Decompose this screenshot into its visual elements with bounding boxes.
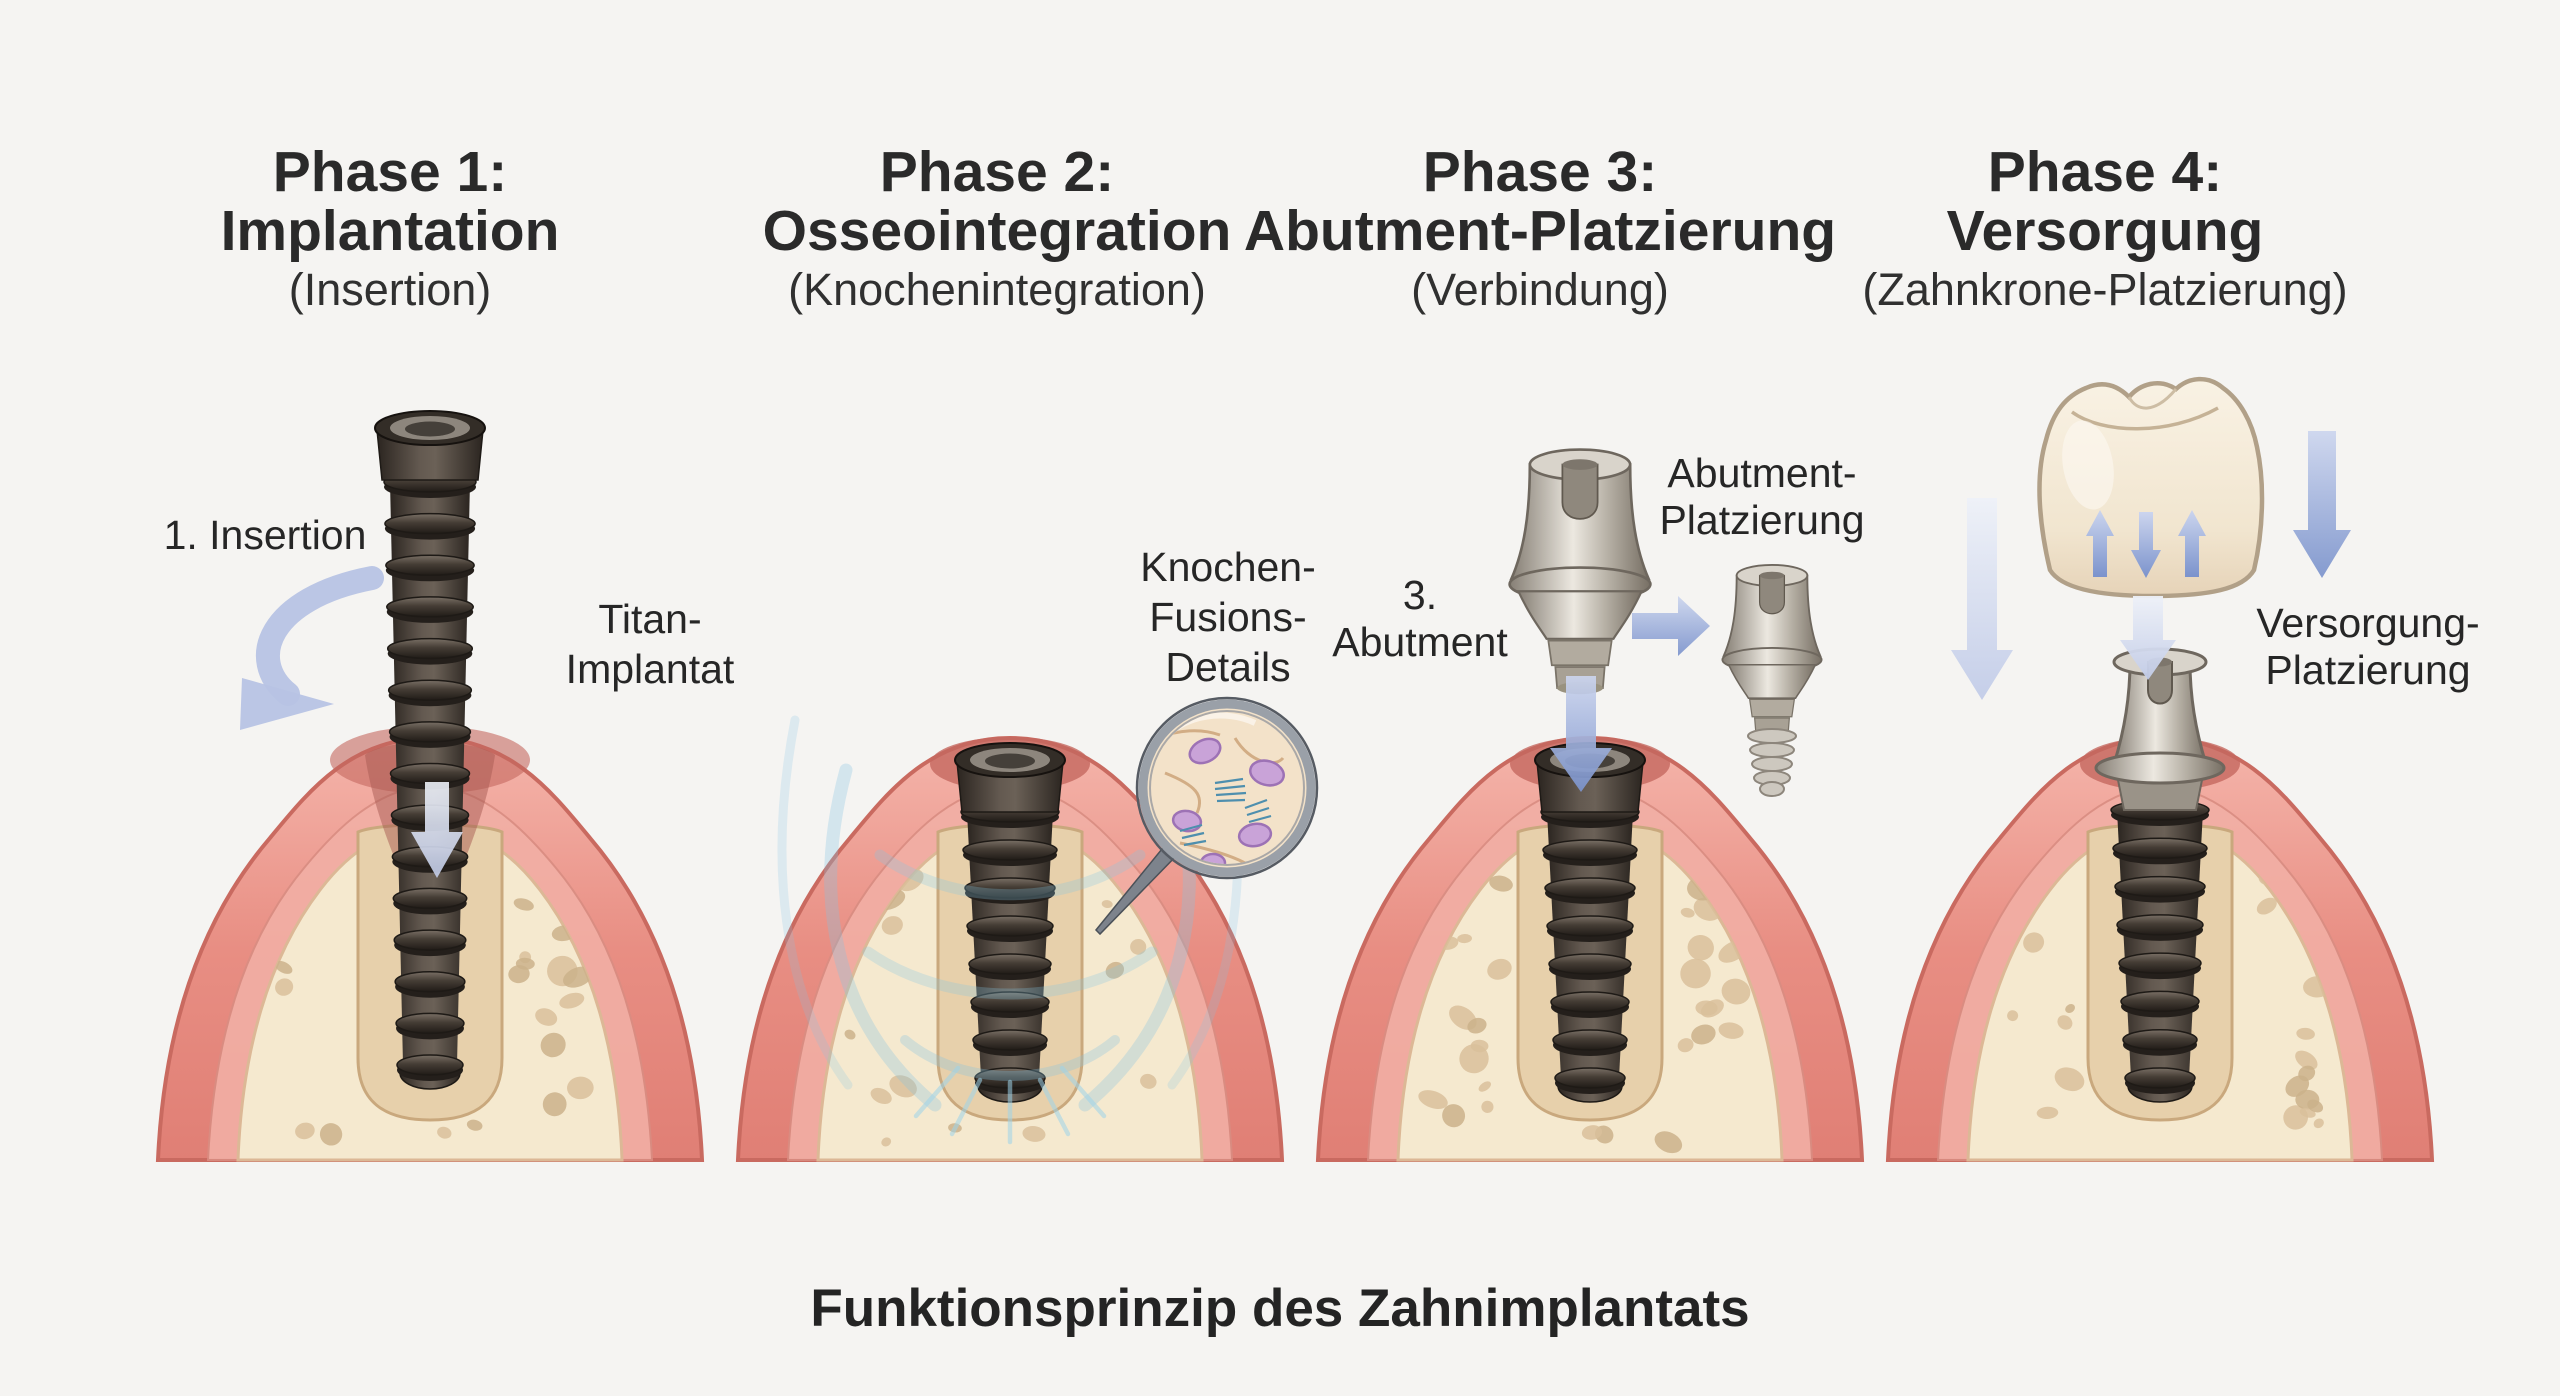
jawbone (236, 823, 624, 1162)
diagram-caption: Funktionsprinzip des Zahnimplantats (810, 1279, 1750, 1338)
insertion-step-label: 1. Insertion (163, 512, 367, 558)
bone-speckles (274, 898, 594, 1146)
down-arrow-icon (2131, 512, 2161, 578)
label-line: Platzierung (1659, 497, 1865, 543)
label-line: Platzierung (2265, 647, 2471, 693)
phase-1-title: Phase 1: (272, 140, 508, 204)
label-line: Versorgung- (2256, 600, 2480, 646)
abutment-placement-label: Abutment- Platzierung (1659, 450, 1864, 544)
right-down-arrow-icon (2293, 431, 2351, 578)
phase-3-illustration (1316, 448, 1864, 1162)
phase-2-name: Osseointegration (762, 199, 1232, 263)
phase-4-subtitle: (Zahnkrone-Platzierung) (1862, 264, 2348, 315)
phase-3-title: Phase 3: (1422, 140, 1658, 204)
label-line: Knochen- (1140, 544, 1316, 590)
label-line: Implantat (565, 646, 735, 692)
label-line: Abutment- (1667, 450, 1857, 496)
insertion-down-arrow-icon (411, 782, 463, 878)
phase-2-header: Phase 2: Osseointegration (Knochenintegr… (763, 143, 1232, 319)
titanium-implant-screw (1534, 742, 1646, 1103)
up-arrow-icon (2178, 510, 2206, 577)
bone-fusion-detail-label: Knochen- Fusions- Details (1140, 542, 1316, 692)
fusion-fibers (1179, 777, 1272, 847)
magnifier-icon (1094, 696, 1319, 936)
titanium-implant-label: Titan- Implantat (566, 594, 735, 694)
phase-4-title: Phase 4: (1987, 140, 2223, 204)
phase-2-illustration (736, 696, 1319, 1162)
phase-1-subtitle: (Insertion) (288, 264, 492, 315)
down-arrow-icon (1550, 676, 1612, 792)
abutment-large (1508, 448, 1652, 696)
phase-2-title: Phase 2: (879, 140, 1115, 204)
phase-4-illustration (1886, 376, 2434, 1162)
phase-1-header: Phase 1: Implantation (Insertion) (221, 143, 560, 319)
crown-placement-label: Versorgung- Platzierung (2256, 600, 2479, 694)
phase-4-name: Versorgung (1946, 199, 2264, 263)
left-down-arrow-icon (1951, 498, 2013, 700)
phase-1-illustration (156, 410, 704, 1162)
label-line: Details (1165, 644, 1291, 690)
phase-2-subtitle: (Knochenintegration) (788, 264, 1206, 315)
fit-arrows (2086, 510, 2206, 578)
implant-collar (954, 742, 1066, 813)
bone-cells-detail (1154, 712, 1285, 864)
phase-4-header: Phase 4: Versorgung (Zahnkrone-Platzieru… (1862, 143, 2347, 319)
mounted-abutment (2094, 647, 2226, 811)
phase-1-name: Implantation (220, 199, 560, 263)
phase-3-header: Phase 3: Abutment-Platzierung (Verbindun… (1244, 143, 1836, 319)
abutment-small-with-screw (1721, 563, 1823, 797)
label-line: Abutment (1332, 619, 1508, 665)
up-arrow-icon (2086, 510, 2114, 577)
label-line: 3. (1402, 572, 1438, 618)
phase-3-name: Abutment-Platzierung (1243, 199, 1837, 263)
label-line: Titan- (598, 596, 702, 642)
abutment-step-label: 3. Abutment (1332, 572, 1508, 666)
implant-collar (374, 410, 486, 481)
crown-seating-arrow-icon (2120, 596, 2176, 680)
phase-3-subtitle: (Verbindung) (1411, 264, 1669, 315)
rotation-arrow-icon (240, 566, 384, 730)
label-line: Fusions- (1149, 594, 1307, 640)
right-arrow-icon (1632, 596, 1710, 656)
